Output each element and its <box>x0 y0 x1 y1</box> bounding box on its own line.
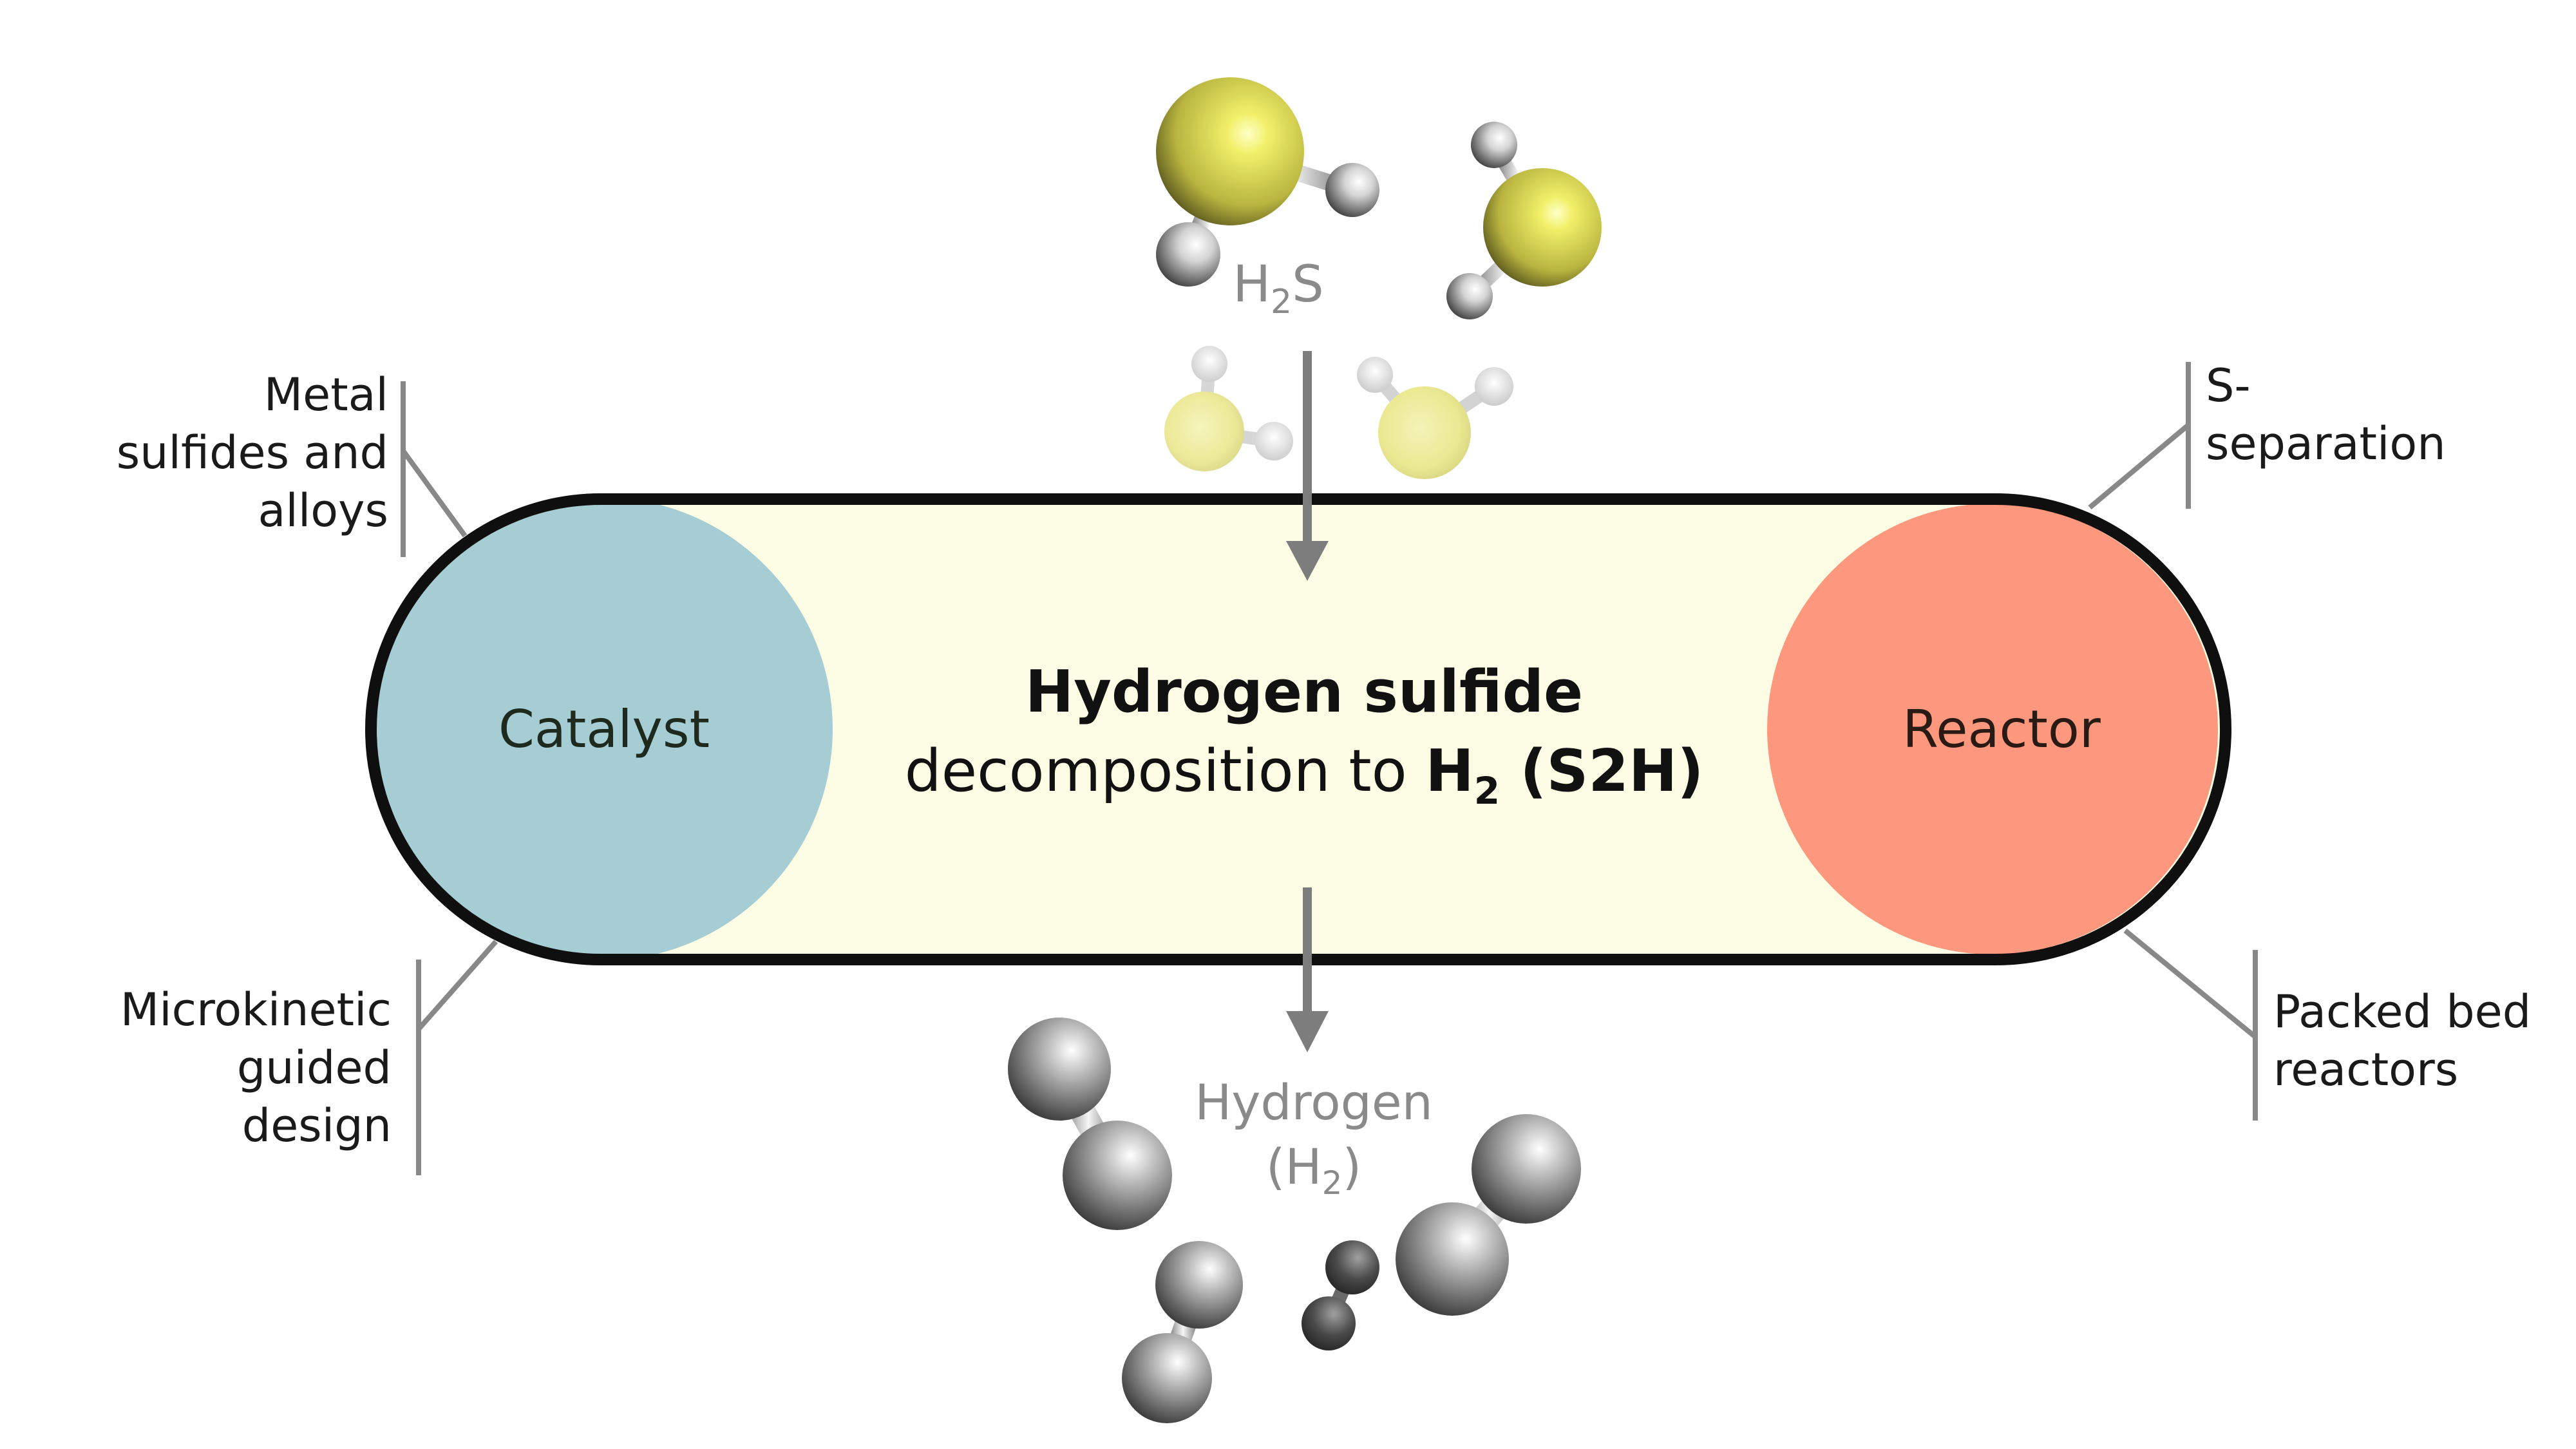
capsule-title: Hydrogen sulfide <box>1025 658 1583 726</box>
reactor-label: Reactor <box>1902 699 2101 759</box>
callout-line: guided <box>237 1041 392 1094</box>
catalyst-label: Catalyst <box>498 699 710 759</box>
capsule-border <box>365 493 2231 965</box>
h2s-label: H2S <box>1233 256 1323 321</box>
hydrogen-label: Hydrogen <box>1195 1074 1433 1131</box>
down-arrow-icon <box>1286 1011 1329 1052</box>
callout-line: Microkinetic <box>120 983 392 1036</box>
input-arrow <box>1286 351 1329 581</box>
callout-line: S- <box>2206 359 2251 412</box>
h2-molecule-icon <box>1396 1114 1581 1316</box>
h2-molecule-icon <box>1008 1018 1172 1230</box>
reactor-circle <box>1767 504 2218 954</box>
callout-line: sulfides and <box>117 426 388 479</box>
h2s-molecule-icon <box>1446 122 1602 319</box>
leader-diagonal-top-left <box>401 449 468 538</box>
callout-line: separation <box>2206 417 2446 470</box>
h2-molecules <box>1008 1018 1581 1423</box>
reaction-capsule <box>365 493 2231 965</box>
h2-molecule-icon <box>1302 1240 1379 1350</box>
callout-line: design <box>242 1099 392 1152</box>
h2s-molecules <box>1156 77 1602 479</box>
callout-top-left: Metal sulfides and alloys <box>117 368 388 537</box>
callout-bottom-right: Packed bed reactors <box>2273 985 2531 1096</box>
callout-bottom-left: Microkinetic guided design <box>120 983 392 1152</box>
h2s-molecule-icon <box>1357 357 1513 479</box>
output-arrow <box>1286 887 1329 1052</box>
leader-diagonal-bottom-left <box>417 940 498 1031</box>
h2s-molecule-icon <box>1164 346 1293 471</box>
callout-line: Metal <box>264 368 388 421</box>
capsule-subtitle: decomposition to H2 (S2H) <box>905 737 1704 813</box>
callout-line: alloys <box>258 484 388 537</box>
h2s-molecule-icon <box>1156 77 1379 287</box>
hydrogen-formula-label: (H2) <box>1266 1138 1361 1202</box>
leader-diagonal-top-right <box>2088 422 2190 510</box>
callout-line: reactors <box>2273 1043 2458 1096</box>
catalyst-circle <box>371 499 833 960</box>
down-arrow-icon <box>1286 541 1329 581</box>
leader-diagonal-bottom-right <box>2123 928 2257 1039</box>
capsule-fill <box>371 499 2226 960</box>
callout-leaders <box>401 362 2258 1175</box>
h2-molecule-icon <box>1122 1241 1243 1423</box>
callout-line: Packed bed <box>2273 985 2531 1038</box>
callout-top-right: S- separation <box>2206 359 2446 470</box>
